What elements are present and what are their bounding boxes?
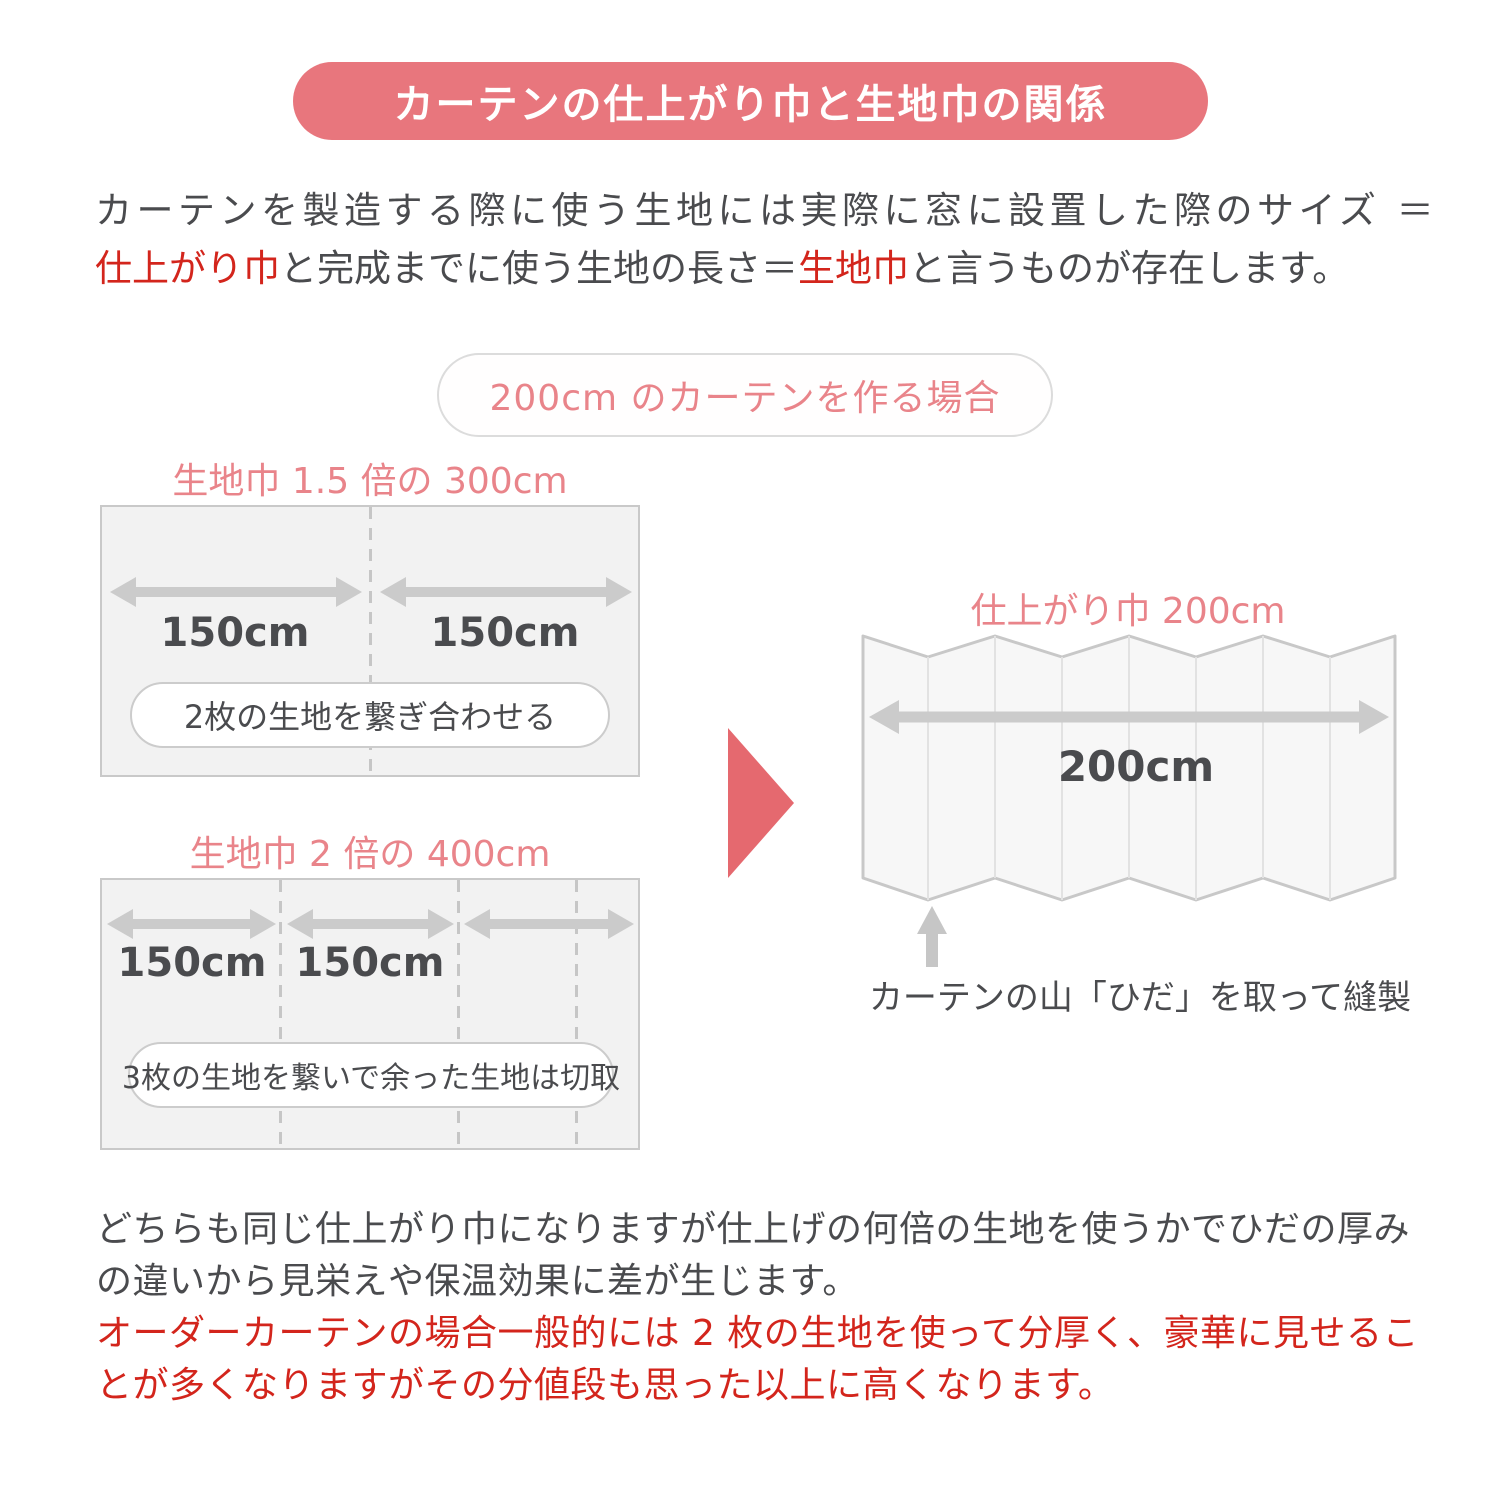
intro-line-2: 仕上がり巾と完成までに使う生地の長さ＝生地巾と言うものが存在します。 [95,247,1350,290]
fabric-b-seam-line [279,880,282,1148]
fabric-b-width-2: 150cm [295,940,445,986]
width-arrow-icon [464,909,634,939]
width-arrow-icon [107,909,276,939]
fabric-a-note: 2枚の生地を繋ぎ合わせる [183,698,557,736]
intro-line-1: カーテンを製造する際に使う生地には実際に窓に設置した際のサイズ ＝ [95,189,1439,232]
fabric-b-cut-line [575,880,578,1148]
fabric-b-width-1: 150cm [117,940,267,986]
pleated-curtain-icon [861,634,1397,902]
fabric-b-note: 3枚の生地を繋いで余った生地は切取 [121,1061,621,1096]
fabric-b-seam-line [457,880,460,1148]
width-arrow-icon [869,700,1389,734]
fabric-a-title: 生地巾 1.5 倍の 300cm [172,461,568,502]
fabric-a-width-2: 150cm [430,610,580,656]
fabric-b-box: 150cm 150cm 3枚の生地を繋いで余った生地は切取 [100,878,640,1150]
footer-line-1: どちらも同じ仕上がり巾になりますが仕上げの何倍の生地を使うかでひだの厚み [96,1209,1411,1250]
width-arrow-icon [380,577,632,607]
footer-red-line-2: とが多くなりますがその分値段も思った以上に高くなります。 [96,1365,1115,1406]
fabric-a-seam-line [369,507,372,775]
footer-paragraph: どちらも同じ仕上がり巾になりますが仕上げの何倍の生地を使うかでひだの厚み の違い… [96,1204,1456,1308]
footer-highlight-paragraph: オーダーカーテンの場合一般的には 2 枚の生地を使って分厚く、豪華に見せるこ と… [96,1308,1476,1412]
transition-triangle-icon [728,728,794,878]
keyword-fabric-width: 生地巾 [798,247,909,290]
fabric-b-title: 生地巾 2 倍の 400cm [189,834,551,875]
width-arrow-icon [287,909,454,939]
up-arrow-icon [917,906,947,967]
page-title: カーテンの仕上がり巾と生地巾の関係 [393,82,1108,128]
width-arrow-icon [110,577,362,607]
keyword-finished-width: 仕上がり巾 [95,247,280,290]
footer-line-2: の違いから見栄えや保温効果に差が生じます。 [96,1261,859,1302]
result-width-label: 200cm [1057,742,1215,791]
intro-paragraph: カーテンを製造する際に使う生地には実際に窓に設置した際のサイズ ＝ 仕上がり巾と… [95,182,1435,298]
page-title-banner: カーテンの仕上がり巾と生地巾の関係 [293,62,1208,140]
result-title: 仕上がり巾 200cm [970,591,1286,632]
case-label-pill: 200cm のカーテンを作る場合 [437,353,1053,437]
fabric-a-width-1: 150cm [160,610,310,656]
case-label: 200cm のカーテンを作る場合 [489,378,1001,419]
result-caption: カーテンの山「ひだ」を取って縫製 [868,978,1412,1018]
fabric-a-note-pill: 2枚の生地を繋ぎ合わせる [130,682,610,748]
fabric-b-note-pill: 3枚の生地を繋いで余った生地は切取 [122,1042,620,1108]
footer-red-line-1: オーダーカーテンの場合一般的には 2 枚の生地を使って分厚く、豪華に見せるこ [96,1313,1419,1354]
fabric-a-box: 150cm 150cm 2枚の生地を繋ぎ合わせる [100,505,640,777]
